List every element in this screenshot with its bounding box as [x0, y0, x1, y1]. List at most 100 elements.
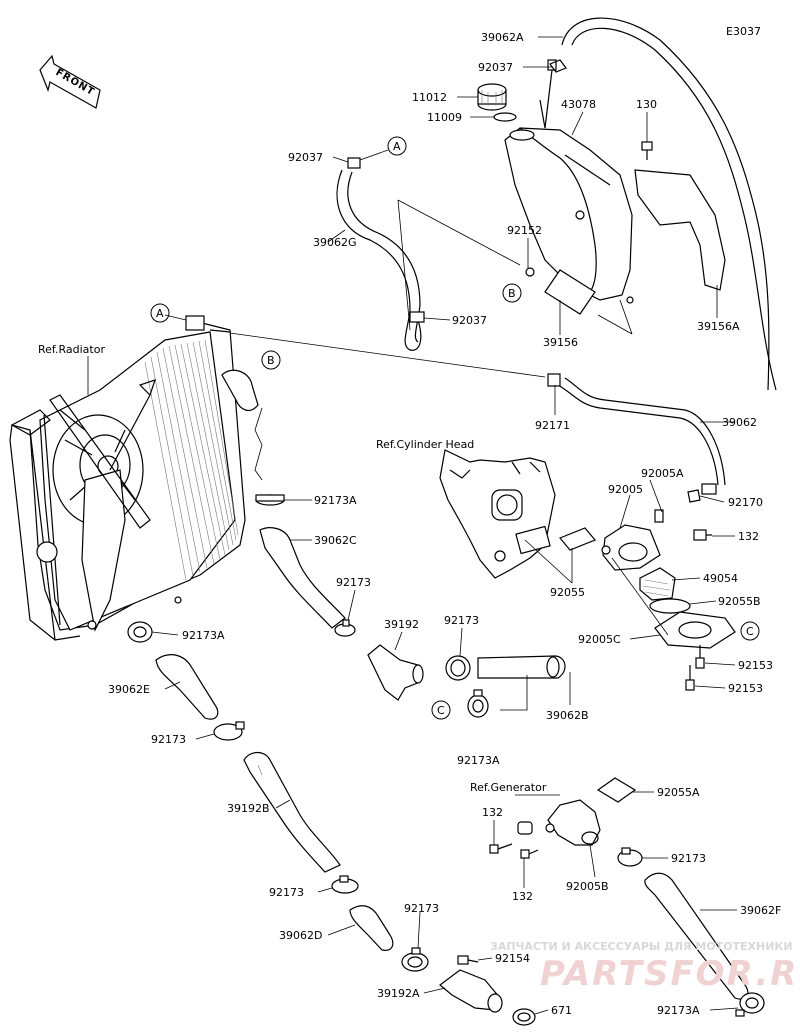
part-label: 92173A	[457, 754, 500, 767]
clip-92170-hose-end	[701, 483, 717, 495]
part-label: 671	[551, 1004, 572, 1017]
part-label: 92173A	[314, 494, 357, 507]
part-label: 39062G	[313, 236, 357, 249]
part-label: 92037	[478, 61, 513, 74]
part-label: 92005	[608, 483, 643, 496]
part-label: 39156A	[697, 320, 740, 333]
callout-a-radiator: A	[150, 303, 170, 323]
part-labels: 39062A 92037 11012 11009 43078 130 92037…	[108, 31, 781, 1017]
part-label: 39192	[384, 618, 419, 631]
clamp-92173-d	[331, 875, 359, 894]
part-label: 92055B	[718, 595, 761, 608]
collar-132	[517, 821, 533, 835]
part-label: 92005C	[578, 633, 621, 646]
part-label: 39062D	[279, 929, 322, 942]
clamp-92173-c	[213, 721, 245, 741]
part-label: 132	[738, 530, 759, 543]
clip-92037-left	[347, 157, 361, 169]
part-label: 11012	[412, 91, 447, 104]
ref-radiator-label: Ref.Radiator	[38, 343, 105, 356]
gasket-92055A	[596, 777, 637, 803]
pipe-39192A	[439, 969, 503, 1013]
part-label: 39156	[543, 336, 578, 349]
part-label: 92173A	[657, 1004, 700, 1017]
tank-pad-39156	[544, 269, 596, 315]
part-label: 92173	[269, 886, 304, 899]
hose-39062C	[259, 527, 346, 629]
bolt-92154	[457, 955, 479, 965]
front-arrow-icon: FRONT	[39, 54, 101, 109]
part-label: 132	[512, 890, 533, 903]
callout-b-tank: B	[502, 283, 522, 303]
bolt-132-b	[489, 843, 513, 854]
part-label: 92154	[495, 952, 530, 965]
part-label: 92171	[535, 419, 570, 432]
watermark-line2: PARTSFOR.RU	[540, 954, 800, 994]
svg-text:C: C	[746, 625, 754, 638]
bleeder-92005A	[654, 509, 664, 523]
housing-92005B	[545, 799, 601, 846]
cylinder-head	[439, 449, 556, 579]
bolt-92153-b	[685, 665, 695, 691]
part-label: 92173A	[182, 629, 225, 642]
part-label: 92055	[550, 586, 585, 599]
clip-92037-mid	[409, 311, 425, 323]
clamp-92173A-d	[735, 992, 765, 1017]
part-label: 39062F	[740, 904, 781, 917]
hose-39062G	[336, 157, 425, 351]
part-label: 39062C	[314, 534, 357, 547]
bolt-92153-a	[695, 645, 705, 669]
oring-671	[512, 1008, 536, 1026]
part-label: 130	[636, 98, 657, 111]
hose-39062B	[477, 655, 566, 679]
hose-39062E	[155, 654, 219, 720]
part-label: 39192A	[377, 987, 420, 1000]
part-label: 92173	[151, 733, 186, 746]
part-label: 92173	[404, 902, 439, 915]
radiator	[9, 315, 259, 641]
part-label: 92005A	[641, 467, 684, 480]
part-label: 92153	[728, 682, 763, 695]
reservoir-tank	[504, 59, 634, 304]
clamp-92173A-top	[255, 494, 285, 506]
part-label: 39062	[722, 416, 757, 429]
callout-c-hose: C	[431, 700, 451, 720]
gasket-92055	[559, 527, 596, 551]
diagram-code: E3037	[726, 25, 761, 38]
hose-39062	[547, 373, 726, 495]
ref-cylinder-head-label: Ref.Cylinder Head	[376, 438, 474, 451]
pipe-39192B	[243, 751, 341, 873]
clamp-92173-b	[445, 655, 471, 681]
part-label: 39192B	[227, 802, 270, 815]
bolt-130	[641, 141, 653, 160]
pipe-39192	[367, 644, 424, 701]
hose-39062A	[561, 17, 777, 391]
clamp-92173-e	[617, 847, 643, 867]
ref-generator-label: Ref.Generator	[470, 781, 547, 794]
part-label: 49054	[703, 572, 738, 585]
thermostat-cover-92005C	[654, 611, 736, 649]
clip-92037-top	[549, 59, 567, 73]
clamp-92173-a	[334, 619, 356, 637]
part-label: 92173	[671, 852, 706, 865]
leader-lines	[151, 36, 739, 1015]
part-label: 92170	[728, 496, 763, 509]
thermostat-49054	[639, 567, 676, 601]
tank-bracket-39156A	[634, 169, 726, 291]
svg-text:B: B	[508, 287, 516, 300]
svg-text:A: A	[156, 307, 164, 320]
part-label: 92055A	[657, 786, 700, 799]
svg-text:C: C	[437, 704, 445, 717]
bolt-132-c	[520, 849, 539, 859]
hose-39062D	[349, 905, 394, 951]
clamp-92173A-b	[467, 689, 489, 718]
callout-b-radiator: B	[261, 350, 281, 370]
part-label: 92153	[738, 659, 773, 672]
part-label: 11009	[427, 111, 462, 124]
part-label: 39062E	[108, 683, 150, 696]
clamp-92173A-c	[127, 621, 153, 643]
part-label: 92152	[507, 224, 542, 237]
svg-text:A: A	[393, 140, 401, 153]
part-label: 132	[482, 806, 503, 819]
